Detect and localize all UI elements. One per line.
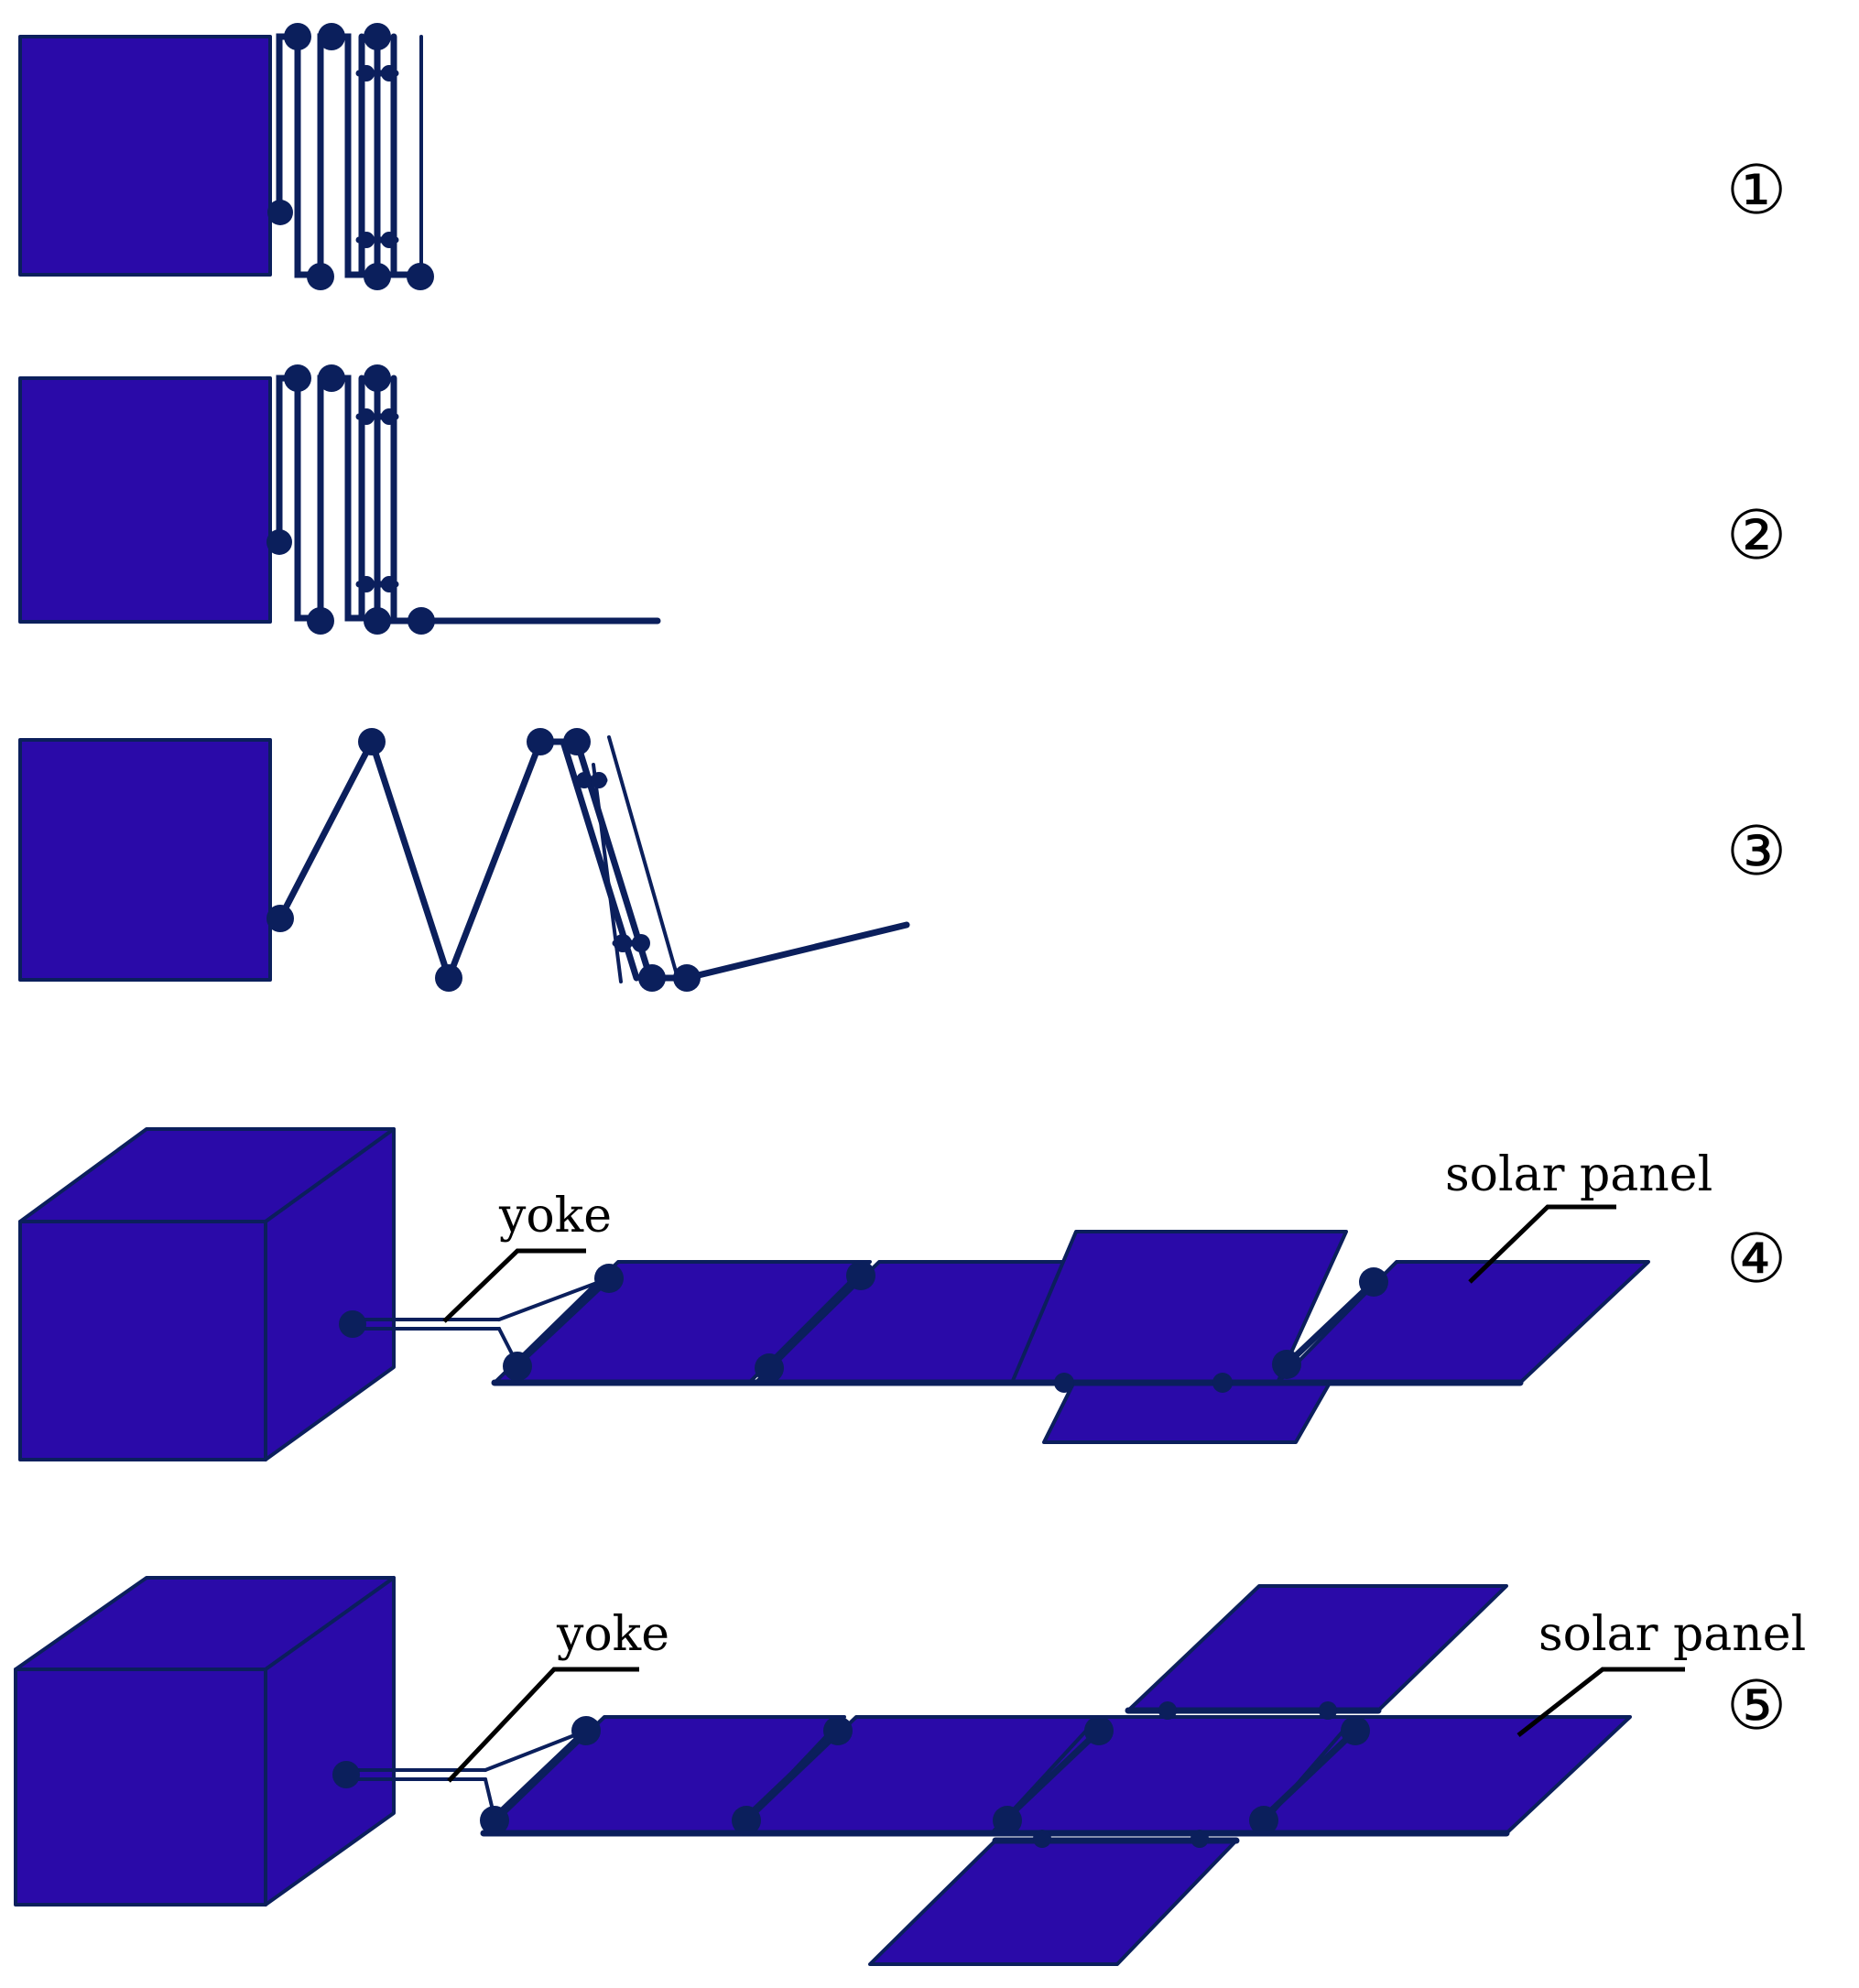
yoke-label: yoke: [498, 1189, 612, 1244]
unfolding-panel-chain: [277, 733, 910, 988]
yoke-callout: yoke: [447, 1607, 669, 1783]
stage-1-stowed: ①: [18, 23, 1787, 290]
hinge-joints: [266, 364, 435, 635]
stage-4-deployed: yoke solar panel ④: [18, 1127, 1787, 1461]
step-marker-2: ②: [1726, 496, 1787, 575]
folded-panel-stack: [276, 33, 425, 278]
spacecraft-cube: [18, 1127, 396, 1461]
hinge-joints: [267, 23, 434, 290]
solar-panel-callout: solar panel: [1445, 1147, 1712, 1284]
hinge-joints: [266, 728, 701, 992]
stage-3-unfolding: ③: [18, 728, 1787, 992]
hinge-joints: [339, 1261, 1388, 1393]
step-marker-1: ①: [1726, 151, 1787, 230]
step-marker-5: ⑤: [1726, 1667, 1787, 1745]
solar-panel-array: [480, 1584, 1632, 1966]
spacecraft-cube: [14, 1576, 396, 1907]
solar-panel-label: solar panel: [1538, 1607, 1806, 1662]
folded-panel-stack: [276, 375, 661, 625]
yoke: [346, 1729, 588, 1820]
step-marker-3: ③: [1726, 812, 1787, 891]
spacecraft-body: [18, 738, 272, 982]
spacecraft-body: [18, 376, 272, 624]
solar-panel-array: [491, 1230, 1650, 1444]
solar-panel-callout: solar panel: [1517, 1607, 1806, 1737]
yoke-callout: yoke: [442, 1189, 612, 1323]
yoke-label: yoke: [556, 1607, 669, 1662]
stage-5-full-deployment: yoke solar panel ⑤: [14, 1576, 1806, 1966]
solar-panel-label: solar panel: [1445, 1147, 1712, 1202]
step-marker-4: ④: [1726, 1220, 1787, 1298]
stage-2-first-release: ②: [18, 364, 1787, 635]
spacecraft-body: [18, 35, 272, 277]
hinge-joints: [332, 1701, 1370, 1848]
